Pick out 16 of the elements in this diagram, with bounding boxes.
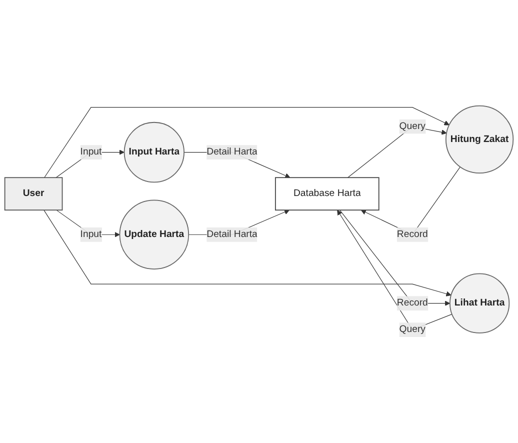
edge-label: Input xyxy=(80,229,102,240)
arrow xyxy=(339,210,450,306)
node-box: Database Harta xyxy=(275,177,380,211)
node-circle: Update Harta xyxy=(119,200,190,270)
edge-label: Query xyxy=(399,121,426,132)
node-circle: Lihat Harta xyxy=(449,273,510,334)
edge-label: Record xyxy=(396,229,428,240)
node-box: User xyxy=(4,177,63,211)
arrow xyxy=(56,150,124,178)
edge-label: Detail Harta xyxy=(206,229,258,240)
edge-label: Detail Harta xyxy=(206,146,258,158)
node-circle: Input Harta xyxy=(124,122,184,183)
node-circle: Hitung Zakat xyxy=(445,105,514,174)
edge-label: Input xyxy=(80,146,102,158)
edge-label: Record xyxy=(396,298,428,308)
edge-label: Query xyxy=(399,324,426,335)
